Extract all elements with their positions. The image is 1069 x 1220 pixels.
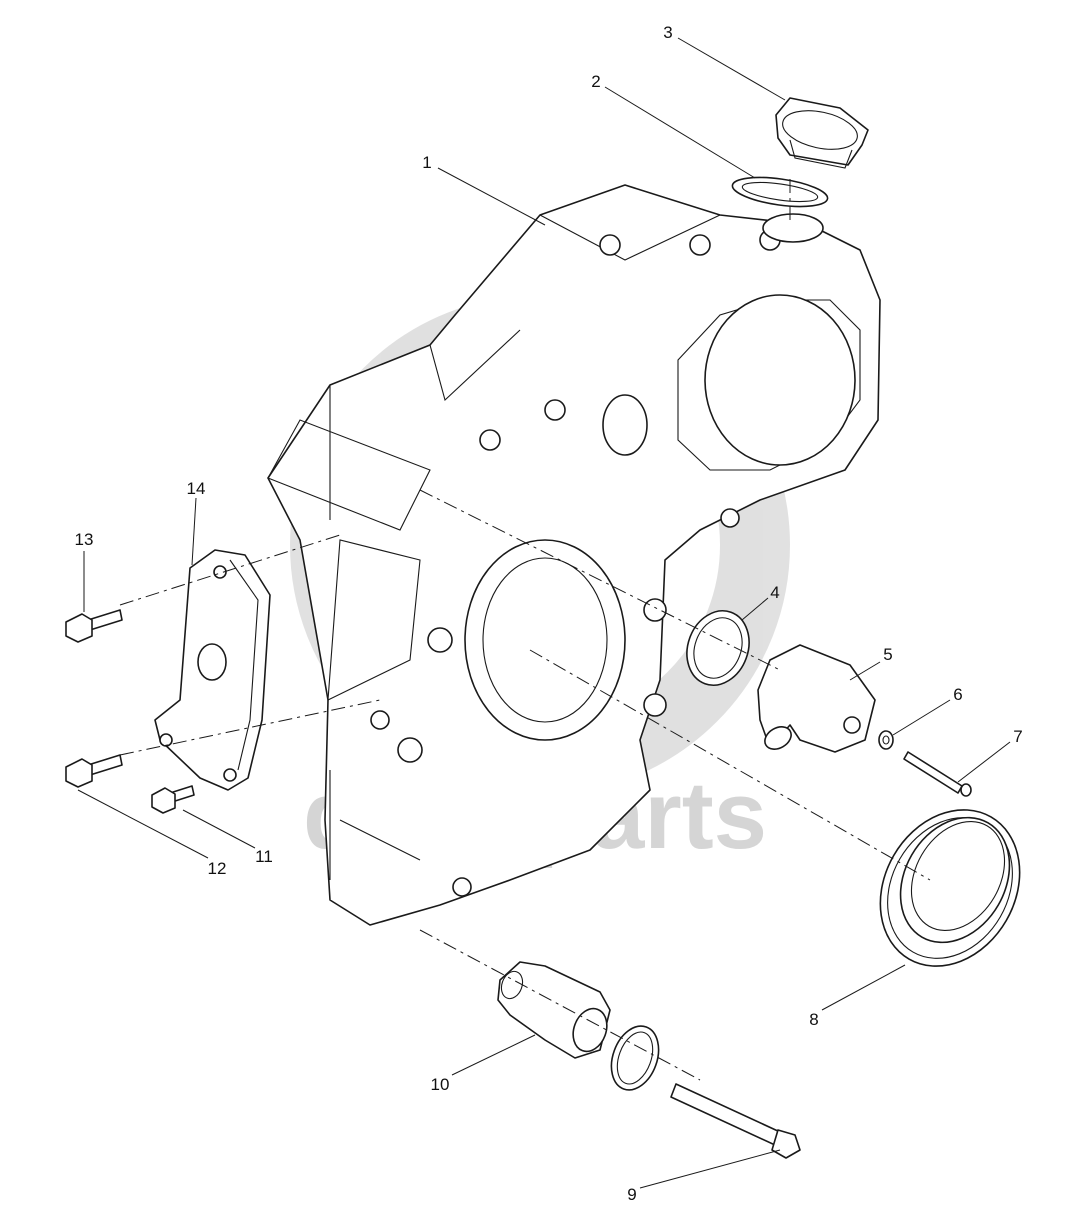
sealing-ring-part-10	[610, 1025, 660, 1091]
screw-part-11	[151, 785, 195, 814]
callout-11: 11	[255, 847, 273, 866]
callout-2: 2	[591, 72, 600, 91]
callout-9: 9	[627, 1185, 636, 1204]
callout-5: 5	[883, 645, 892, 664]
callout-6: 6	[953, 685, 962, 704]
callout-1: 1	[422, 153, 431, 172]
callout-labels: 1 2 3 4 5 6 7 8 9 10 11 12 13 14	[75, 23, 1023, 1204]
screw-part-13	[65, 609, 123, 643]
callout-13: 13	[75, 530, 94, 549]
filler-cap-part-3	[775, 97, 869, 169]
cover-plate-part-14	[154, 549, 271, 791]
elbow-fitting-part-5	[757, 644, 876, 753]
screw-part-7	[903, 751, 972, 797]
leader-lines	[77, 37, 1011, 1189]
callout-10: 10	[431, 1075, 450, 1094]
sealing-ring-part-2	[731, 176, 829, 208]
o-ring-part-4	[686, 610, 750, 686]
bushing-part-10	[497, 961, 611, 1059]
callout-4: 4	[770, 583, 779, 602]
shaft-seal-part-8	[879, 809, 1021, 967]
screw-part-12	[65, 754, 123, 788]
callout-3: 3	[663, 23, 672, 42]
callout-7: 7	[1013, 727, 1022, 746]
callout-8: 8	[809, 1010, 818, 1029]
callout-14: 14	[187, 479, 206, 498]
housing-part	[267, 184, 881, 926]
centerlines	[119, 175, 931, 1081]
washer-part-6	[878, 730, 894, 750]
bolt-part-9	[670, 1083, 801, 1159]
callout-12: 12	[208, 859, 227, 878]
